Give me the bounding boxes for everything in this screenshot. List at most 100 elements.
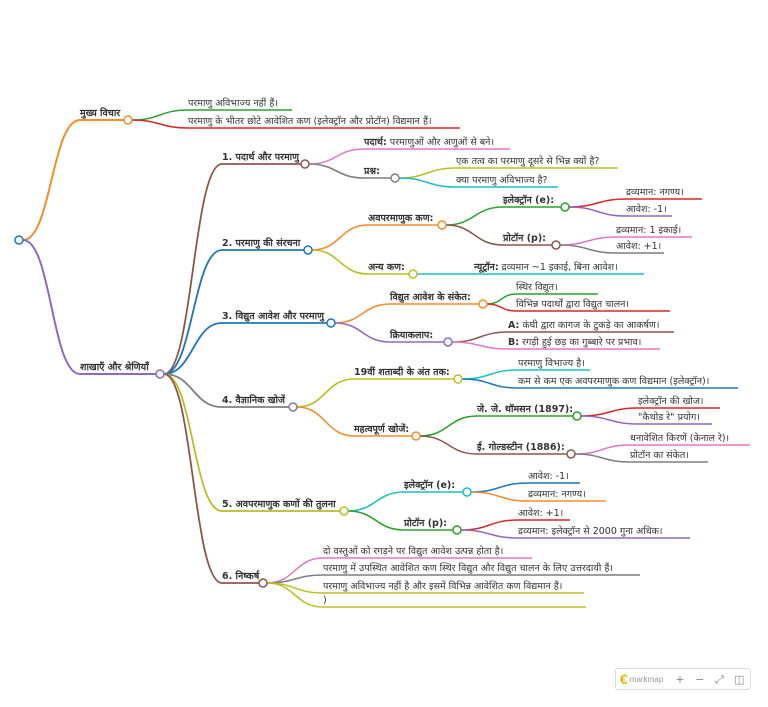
- main-branch-node[interactable]: [123, 115, 133, 125]
- s5-proton-label[interactable]: प्रोटॉन (p):: [403, 517, 447, 529]
- s1-question-1: एक तत्व का परमाणु दूसरे से भिन्न क्यों ह…: [456, 155, 599, 167]
- s2-proton-node[interactable]: [551, 240, 561, 250]
- s5-proton-mass: द्रव्यमान: इलेक्ट्रॉन से 2000 गुना अधिक।: [518, 525, 662, 537]
- s4-thomson-label[interactable]: जे. जे. थॉमसन (1897):: [476, 403, 573, 415]
- s4-goldstein-2: प्रोटॉन का संकेत।: [630, 449, 689, 461]
- s3-activity-b-link: [451, 341, 509, 350]
- markmap-toolbar: € markmap + − ⤢ ◫: [615, 668, 751, 690]
- s3-signs-1: स्थिर विद्युत।: [516, 281, 558, 293]
- fit-view-button[interactable]: ⤢: [715, 672, 724, 686]
- s5-electron-charge: आवेश: -1।: [528, 470, 569, 482]
- s2-neutron: न्यूट्रॉन: द्रव्यमान ~1 इकाई, बिना आवेश।: [473, 261, 618, 273]
- s2-proton-link: [445, 224, 504, 246]
- s6-link: [163, 373, 223, 584]
- s4-goldstein-node[interactable]: [566, 449, 576, 459]
- s2-proton-label[interactable]: प्रोटॉन (p):: [502, 232, 546, 244]
- s5-proton-mass-link: [460, 529, 519, 539]
- section-3-label[interactable]: 3. विद्युत आवेश और परमाणु: [222, 310, 325, 322]
- s5-electron-link: [347, 491, 405, 512]
- s5-link: [163, 373, 223, 512]
- s4-discoveries-node[interactable]: [411, 431, 421, 441]
- s2-proton-mass: द्रव्यमान: 1 इकाई।: [616, 224, 681, 236]
- s5-node[interactable]: [339, 506, 349, 516]
- s2-electron-charge-link: [568, 206, 627, 217]
- s4-goldstein-label[interactable]: ई. गोल्डस्टीन (1886):: [476, 441, 565, 453]
- main-idea-2-link: [131, 119, 189, 129]
- main-idea-1-link: [131, 109, 189, 121]
- s2-subatomic-node[interactable]: [437, 220, 447, 230]
- s4-19th-label[interactable]: 19वीं शताब्दी के अंत तक:: [354, 366, 450, 378]
- s2-electron-charge: आवेश: -1।: [626, 203, 667, 215]
- s3-activity-a: A: कंघी द्वारा कागज के टुकड़े का आकर्षण।: [508, 319, 659, 331]
- section-1-label[interactable]: 1. पदार्थ और परमाणु: [222, 151, 300, 163]
- s4-19th-1: परमाणु विभाज्य है।: [518, 357, 585, 369]
- section-4-label[interactable]: 4. वैज्ञानिक खोजें: [222, 394, 286, 406]
- toggle-recursive-button[interactable]: ◫: [733, 672, 745, 686]
- mind-map-links: [22, 109, 639, 608]
- zoom-out-button[interactable]: −: [695, 672, 705, 686]
- s2-node[interactable]: [303, 245, 313, 255]
- s4-goldstein-1-link: [574, 444, 631, 455]
- mind-map-nodes: [14, 115, 582, 588]
- s1-node[interactable]: [300, 159, 310, 169]
- s5-proton-link: [347, 510, 405, 531]
- s2-other-label[interactable]: अन्य कण:: [368, 262, 405, 273]
- s4-19th-node[interactable]: [453, 374, 463, 384]
- s3-signs-label[interactable]: विद्युत आवेश के संकेत:: [389, 291, 471, 303]
- section-6-label[interactable]: 6. निष्कर्ष: [222, 570, 260, 582]
- s6-conclusion-3: परमाणु अविभाज्य नहीं है और इसमें विभिन्न…: [323, 580, 562, 592]
- s6-conclusion-4-link: [266, 582, 324, 608]
- s4-thomson-node[interactable]: [572, 411, 582, 421]
- s2-other-node[interactable]: [408, 269, 418, 279]
- s3-activity-node[interactable]: [443, 337, 453, 347]
- s1-matter-link: [308, 148, 365, 165]
- zoom-in-button[interactable]: +: [675, 672, 685, 686]
- s4-goldstein-link: [419, 435, 478, 455]
- s4-link: [163, 373, 223, 408]
- s3-signs-link: [334, 303, 391, 324]
- s3-signs-node[interactable]: [478, 299, 488, 309]
- s5-proton-node[interactable]: [452, 525, 462, 535]
- s1-link: [163, 163, 223, 375]
- s2-link: [163, 249, 223, 375]
- s2-electron-link: [445, 206, 504, 226]
- main-branch-link: [22, 119, 81, 241]
- s2-proton-mass-link: [559, 236, 617, 246]
- s3-activity-link: [334, 322, 391, 343]
- s1-question-1-link: [398, 167, 457, 179]
- sections-branch-node[interactable]: [155, 369, 165, 379]
- s5-electron-mass: द्रव्यमान: नगण्य।: [528, 489, 586, 500]
- section-5-label[interactable]: 5. अवपरमाणुक कणों की तुलना: [222, 498, 336, 510]
- mind-map-labels: मुख्य विचार परमाणु अविभाज्य नहीं हैं। पर…: [79, 97, 729, 606]
- s2-electron-mass-link: [568, 198, 627, 208]
- s6-conclusion-2: परमाणु में उपस्थित आवेशित कण स्थिर विद्य…: [323, 562, 613, 574]
- root-node[interactable]: [14, 235, 24, 245]
- s4-19th-1-link: [461, 369, 519, 380]
- s4-discoveries-label[interactable]: महत्वपूर्ण खोजें:: [353, 423, 409, 435]
- s4-discoveries-link: [296, 406, 355, 437]
- s2-electron-label[interactable]: इलेक्ट्रॉन (e):: [502, 194, 554, 206]
- s5-electron-node[interactable]: [462, 487, 472, 497]
- s4-19th-2: कम से कम एक अवपरमाणुक कण विद्यमान (इलेक्…: [518, 375, 709, 387]
- s6-conclusion-1: दो वस्तुओं को रगड़ने पर विद्युत आवेश उत्…: [323, 545, 503, 557]
- s3-activity-b: B: रगड़ी हुई छड़ का गुब्बारे पर प्रभाव।: [508, 336, 641, 349]
- s5-electron-label[interactable]: इलेक्ट्रॉन (e):: [403, 479, 455, 491]
- section-2-label[interactable]: 2. परमाणु की संरचना: [222, 237, 301, 249]
- s2-electron-mass: द्रव्यमान: नगण्य।: [626, 187, 684, 198]
- s2-subatomic-label[interactable]: अवपरमाणुक कण:: [368, 213, 433, 224]
- main-ideas-label[interactable]: मुख्य विचार: [79, 107, 121, 119]
- s2-electron-node[interactable]: [560, 202, 570, 212]
- s3-activity-label[interactable]: क्रियाकलाप:: [389, 329, 433, 341]
- s1-question-label[interactable]: प्रश्न:: [363, 166, 380, 177]
- s4-node[interactable]: [288, 402, 298, 412]
- s3-link: [163, 322, 223, 375]
- markmap-brand[interactable]: € markmap: [620, 672, 663, 686]
- branches-label[interactable]: शाखाएँ और श्रेणियाँ: [80, 361, 150, 373]
- s4-thomson-link: [419, 415, 478, 437]
- s3-node[interactable]: [326, 318, 336, 328]
- s6-node[interactable]: [258, 578, 268, 588]
- s1-question-node[interactable]: [390, 173, 400, 183]
- s1-question-2: क्या परमाणु अविभाज्य है?: [456, 174, 548, 186]
- s2-other-link: [311, 249, 369, 275]
